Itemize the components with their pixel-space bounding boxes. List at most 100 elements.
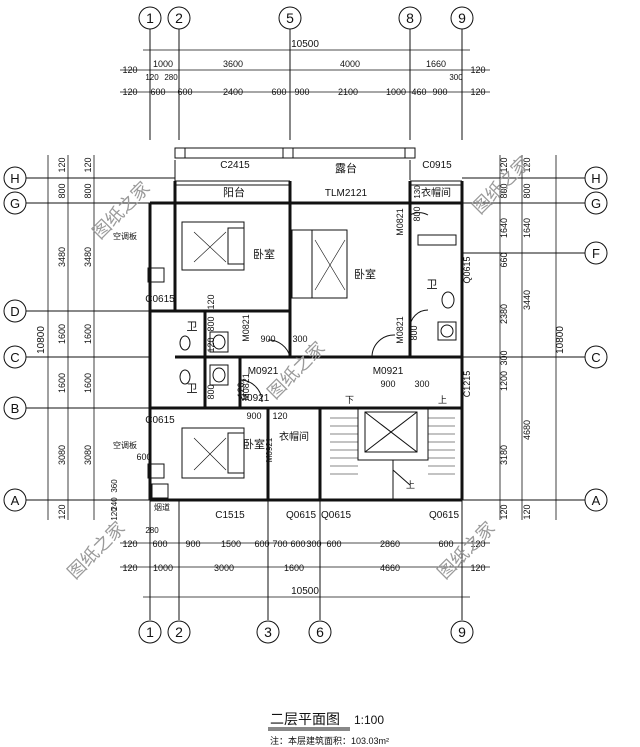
dim-text: 900 [185, 539, 200, 549]
watermark: 图纸之家 [64, 518, 130, 584]
opening-tag: M0821 [241, 314, 251, 342]
room-labels: 露台 阳台 卧室 卧室 卧室 衣帽间 衣帽间 卫 卫 卫 空调板 空调板 烟道 [113, 161, 451, 512]
room-terrace: 露台 [335, 161, 357, 175]
dim-text: 900 [294, 87, 309, 97]
axis-label-right: F [592, 246, 600, 261]
dim-text: 120 [470, 563, 485, 573]
axis-label-top: 5 [286, 10, 294, 26]
room-bath-2: 卫 [187, 383, 198, 395]
dim-text: 120 [236, 382, 246, 397]
dim-text: 800 [83, 183, 93, 198]
door-swings [239, 212, 429, 403]
vent-label: 烟道 [154, 502, 170, 512]
axis-label-bottom: 2 [175, 624, 183, 640]
axis-label-left: H [10, 171, 19, 186]
dim-text: 120 [122, 65, 137, 75]
opening-tag: Q0615 [286, 510, 316, 521]
axis-label-bottom: 9 [458, 624, 466, 640]
bed-2 [291, 229, 348, 299]
walls [148, 147, 464, 502]
drawing-scale: 1:100 [354, 713, 384, 727]
dim-text: 120 [206, 294, 216, 309]
room-bedroom-3: 卧室 [243, 437, 265, 451]
dim-text: 600 [326, 539, 341, 549]
inner-dimensions: 120 800 120 900 300 800 900 300 800 900 … [136, 185, 429, 462]
dim-text: 240 [110, 497, 119, 511]
dim-text: 120 [57, 157, 67, 172]
dim-total-left: 10800 [36, 326, 47, 354]
opening-tag: TLM2121 [325, 188, 368, 199]
dim-text: 360 [110, 479, 119, 493]
stair-up-label-2: 上 [406, 480, 415, 490]
axis-label-left: B [11, 401, 20, 416]
axis-bubbles-right: H G F C A [462, 166, 608, 512]
dim-text: 2380 [499, 304, 509, 324]
dim-text: 300 [499, 350, 509, 365]
dim-text: 4680 [522, 420, 532, 440]
dim-text: 600 [438, 539, 453, 549]
stair-up-label: 上 [438, 395, 447, 405]
dim-text: 1660 [426, 59, 446, 69]
opening-tag: C0615 [145, 294, 175, 305]
opening-tag: M0921 [239, 393, 270, 404]
dim-text: 3480 [57, 247, 67, 267]
dim-total-right: 10800 [555, 326, 566, 354]
dimensions-top: 10500 120 1000 3600 4000 1660 120 120 28… [120, 39, 490, 97]
axis-label-bottom: 3 [264, 624, 272, 640]
opening-tag: M0921 [265, 437, 274, 462]
opening-tag: Q0615 [462, 256, 472, 283]
opening-tag: C0615 [145, 415, 175, 426]
opening-tag: Q0615 [429, 510, 459, 521]
dim-text: 1000 [386, 87, 406, 97]
axis-label-top: 8 [406, 10, 414, 26]
dim-text: 280 [145, 526, 159, 535]
dim-text: 800 [499, 183, 509, 198]
dim-text: 120 [499, 157, 509, 172]
dim-text: 1000 [153, 59, 173, 69]
dim-text: 3440 [522, 290, 532, 310]
opening-tag: C0915 [422, 160, 452, 171]
opening-tag: M0921 [248, 366, 279, 377]
dim-text: 120 [522, 157, 532, 172]
room-balcony: 阳台 [223, 185, 245, 199]
axis-bubbles-bottom: 1 2 3 6 9 [138, 500, 474, 644]
dim-text: 3080 [83, 445, 93, 465]
dim-text: 900 [380, 379, 395, 389]
dim-text: 660 [499, 252, 509, 267]
room-bedroom-1: 卧室 [253, 247, 275, 261]
dim-text: 3080 [57, 445, 67, 465]
ac-board-1: 空调板 [113, 231, 137, 241]
opening-tag: M0821 [395, 208, 405, 236]
bed-1 [181, 221, 245, 271]
dim-total-bottom: 10500 [291, 586, 319, 597]
dim-total-top: 10500 [291, 39, 319, 50]
bed-3 [181, 427, 245, 479]
dim-text: 1600 [83, 324, 93, 344]
dim-text: 700 [272, 539, 287, 549]
dim-text: 1200 [499, 371, 509, 391]
dim-text: 130 [413, 185, 422, 199]
dim-text: 300 [449, 73, 463, 82]
dim-text: 120 [110, 507, 119, 521]
dim-text: 3480 [83, 247, 93, 267]
dim-text: 120 [470, 65, 485, 75]
opening-tag: C1215 [462, 371, 472, 398]
axis-label-top: 2 [175, 10, 183, 26]
dim-text: 120 [145, 73, 159, 82]
dim-text: 300 [414, 379, 429, 389]
axis-label-left: D [10, 304, 19, 319]
dim-text: 1000 [153, 563, 173, 573]
dim-text: 1640 [499, 218, 509, 238]
dim-text: 900 [432, 87, 447, 97]
axis-label-right: A [592, 493, 601, 508]
dim-text: 300 [306, 539, 321, 549]
room-bedroom-2: 卧室 [354, 267, 376, 281]
drawing-title-block: 二层平面图 1:100 注：本层建筑面积：103.03m² [268, 711, 389, 746]
dim-text: 460 [411, 87, 426, 97]
axis-label-left: C [10, 350, 19, 365]
dim-text: 2100 [338, 87, 358, 97]
dim-text: 280 [164, 73, 178, 82]
dim-text: 600 [136, 452, 151, 462]
room-bath-3: 卫 [427, 279, 438, 291]
